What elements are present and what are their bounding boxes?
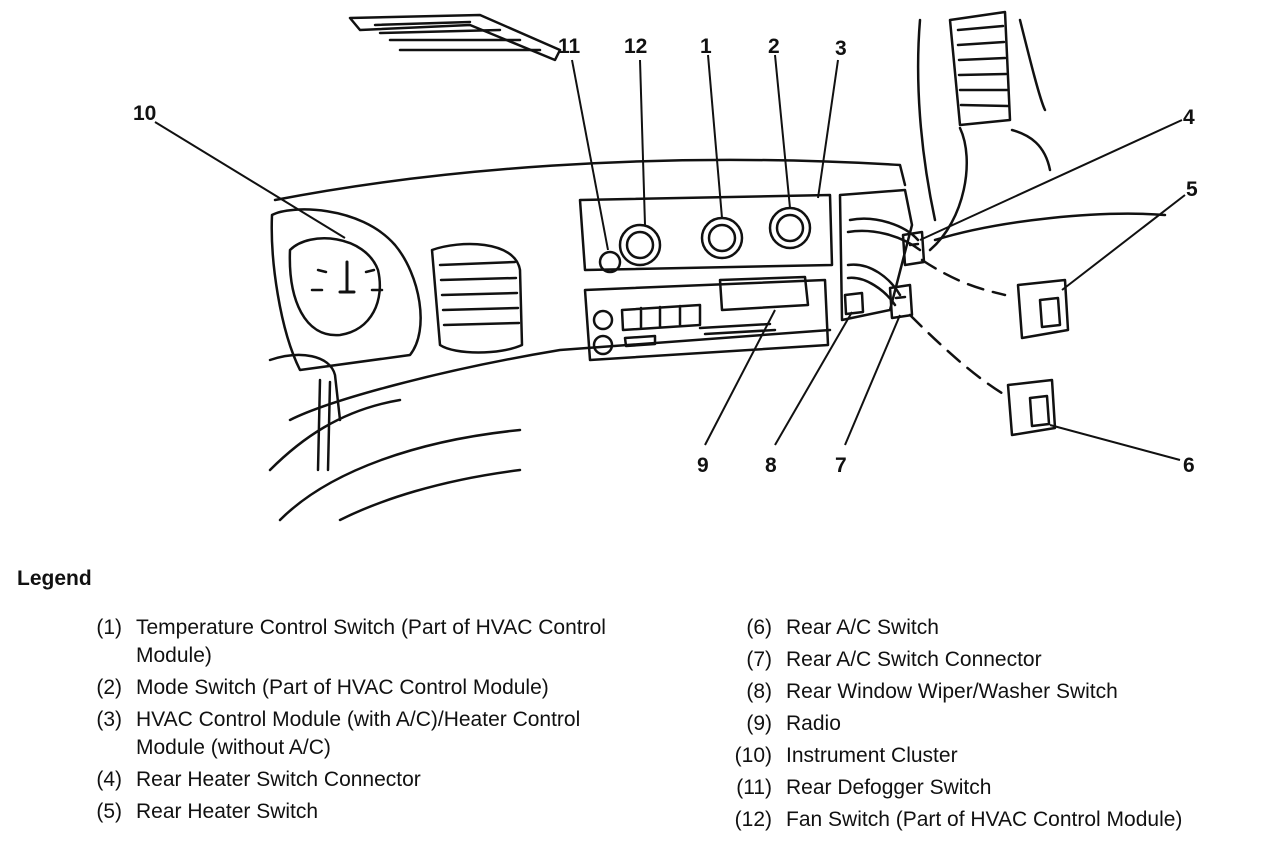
callout-1: 1 xyxy=(700,35,712,58)
legend-item: (3) HVAC Control Module (with A/C)/Heate… xyxy=(60,706,640,762)
callout-4: 4 xyxy=(1183,106,1195,129)
legend-item: (12) Fan Switch (Part of HVAC Control Mo… xyxy=(710,806,1275,834)
leader-lines xyxy=(154,54,1186,461)
callout-12: 12 xyxy=(624,35,647,58)
callout-11: 11 xyxy=(558,35,581,58)
legend-number: (8) xyxy=(746,680,772,703)
legend-description: HVAC Control Module (with A/C)/Heater Co… xyxy=(136,708,581,759)
legend-description: Rear Heater Switch Connector xyxy=(136,768,421,791)
callout-10: 10 xyxy=(133,102,156,125)
dashboard-diagram: 1 2 3 4 5 6 7 8 9 10 11 12 xyxy=(133,10,1198,522)
callout-9: 9 xyxy=(697,454,709,477)
callout-7: 7 xyxy=(835,454,847,477)
legend-item: (9) Radio xyxy=(710,710,1275,738)
legend-item: (5) Rear Heater Switch xyxy=(60,798,640,826)
legend-description: Rear A/C Switch xyxy=(786,616,939,639)
callout-2: 2 xyxy=(768,35,780,58)
callout-8: 8 xyxy=(765,454,777,477)
callout-6: 6 xyxy=(1183,454,1195,477)
legend-item: (7) Rear A/C Switch Connector xyxy=(710,646,1275,674)
legend-item: (4) Rear Heater Switch Connector xyxy=(60,766,640,794)
legend-description: Rear A/C Switch Connector xyxy=(786,648,1042,671)
legend-column-right: (6) Rear A/C Switch (7) Rear A/C Switch … xyxy=(710,614,1275,838)
legend-description: Rear Heater Switch xyxy=(136,800,319,823)
legend-item: (11) Rear Defogger Switch xyxy=(710,774,1275,802)
legend-number: (2) xyxy=(96,676,122,699)
legend-title: Legend xyxy=(17,567,92,590)
legend-item: (1) Temperature Control Switch (Part of … xyxy=(60,614,640,670)
legend-number: (7) xyxy=(746,648,772,671)
callout-3: 3 xyxy=(835,37,847,60)
legend-number: (6) xyxy=(746,616,772,639)
legend-item: (10) Instrument Cluster xyxy=(710,742,1275,770)
legend-number: (11) xyxy=(736,776,772,799)
legend-item: (2) Mode Switch (Part of HVAC Control Mo… xyxy=(60,674,640,702)
legend-description: Temperature Control Switch (Part of HVAC… xyxy=(136,616,606,667)
legend-description: Radio xyxy=(786,712,841,735)
callout-labels: 1 2 3 4 5 6 7 8 9 10 11 12 xyxy=(133,35,1198,477)
legend-description: Rear Defogger Switch xyxy=(786,776,992,799)
legend-item: (6) Rear A/C Switch xyxy=(710,614,1275,642)
callout-5: 5 xyxy=(1186,178,1198,201)
legend-description: Rear Window Wiper/Washer Switch xyxy=(786,680,1118,703)
legend-number: (4) xyxy=(96,768,122,791)
legend-column-left: (1) Temperature Control Switch (Part of … xyxy=(60,614,640,830)
legend-number: (1) xyxy=(96,616,122,639)
legend-number: (12) xyxy=(734,808,772,831)
legend-number: (10) xyxy=(734,744,772,767)
legend-item: (8) Rear Window Wiper/Washer Switch xyxy=(710,678,1275,706)
legend-number: (3) xyxy=(96,708,122,731)
legend-description: Mode Switch (Part of HVAC Control Module… xyxy=(136,676,549,699)
legend-number: (5) xyxy=(96,800,122,823)
dashboard-drawing xyxy=(268,10,1167,522)
legend-number: (9) xyxy=(746,712,772,735)
legend-description: Instrument Cluster xyxy=(786,744,958,767)
legend-description: Fan Switch (Part of HVAC Control Module) xyxy=(786,808,1183,831)
